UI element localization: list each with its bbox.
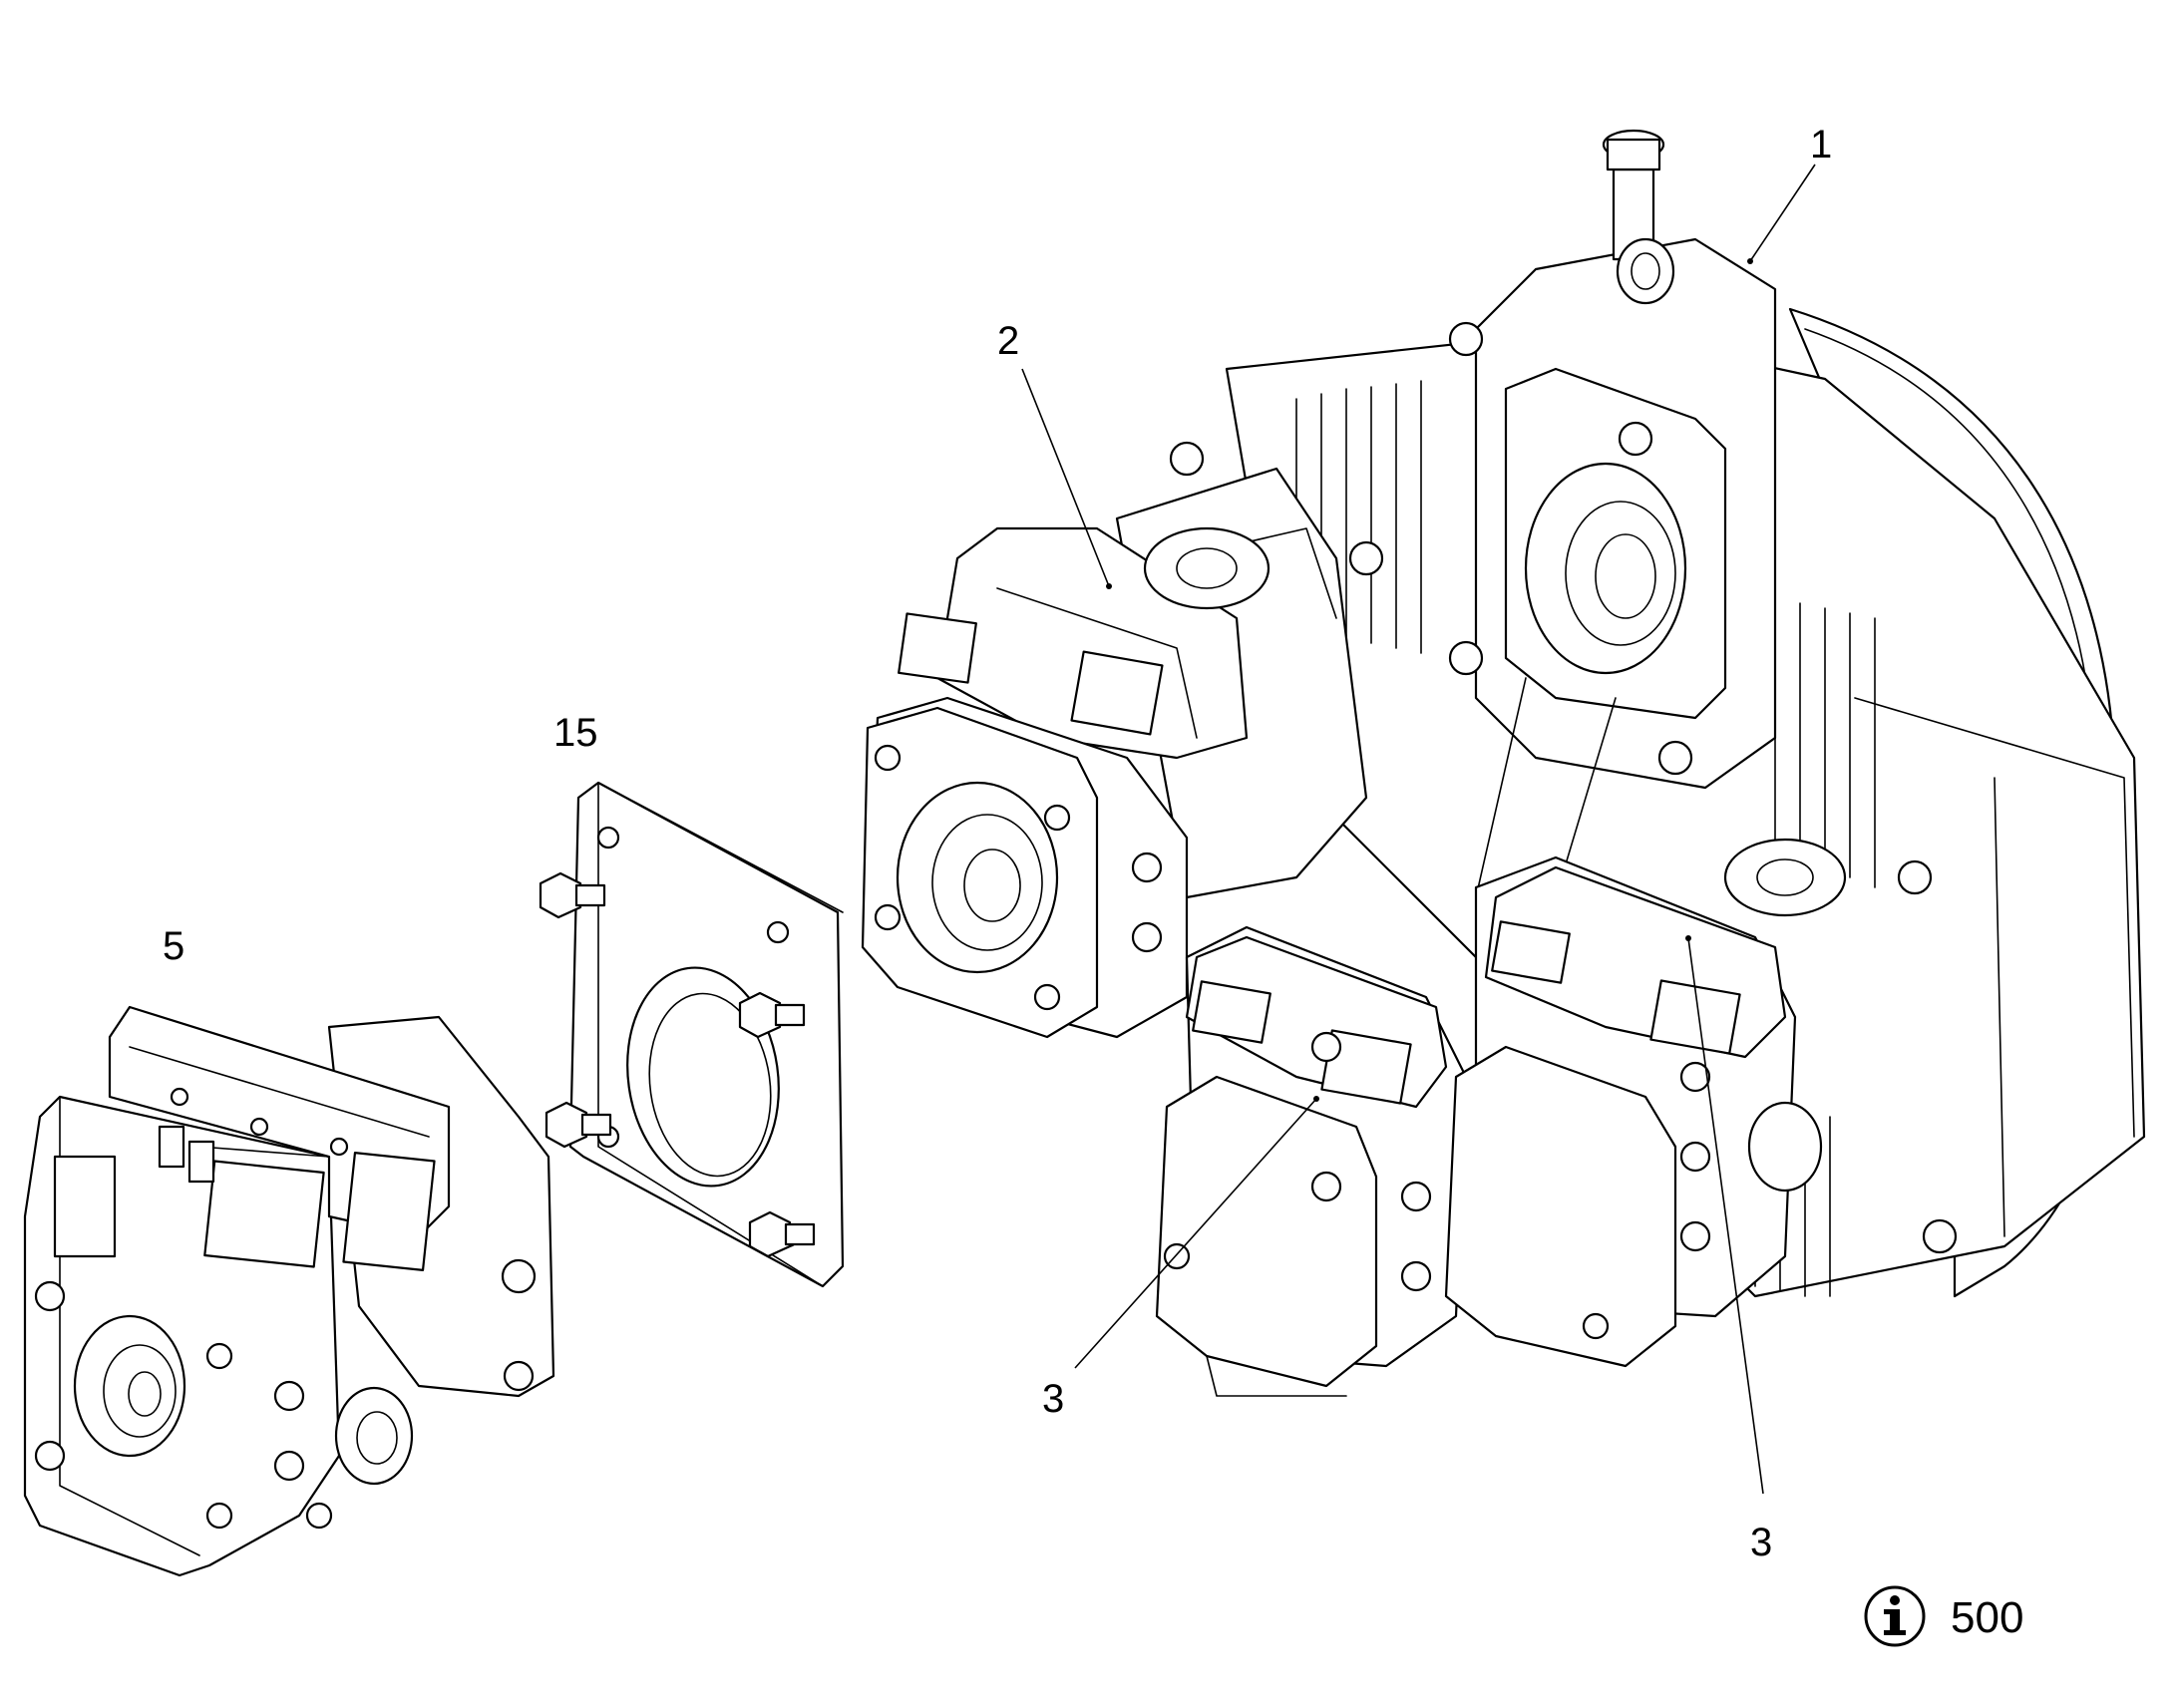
part-5-auxiliary-pump xyxy=(23,1005,555,1577)
info-reference: 500 xyxy=(1864,1585,2023,1647)
info-icon xyxy=(1864,1585,1926,1647)
part-2-upper-pump xyxy=(861,467,1368,1039)
part-15-adapter-plate xyxy=(539,781,845,1288)
reference-number: 500 xyxy=(1951,1593,2023,1642)
callout-15: 15 xyxy=(553,711,598,755)
part-1-main-housing xyxy=(1169,129,2146,1298)
callout-1: 1 xyxy=(1810,123,1832,167)
leader-lines xyxy=(1021,164,1816,1495)
callout-5: 5 xyxy=(163,924,184,968)
callout-2: 2 xyxy=(997,319,1019,363)
callout-3-left: 3 xyxy=(1042,1377,1064,1421)
part-3-lower-right-pump xyxy=(1444,838,1847,1368)
callout-3-right: 3 xyxy=(1750,1521,1772,1564)
part-3-lower-left-pump xyxy=(1155,925,1468,1397)
